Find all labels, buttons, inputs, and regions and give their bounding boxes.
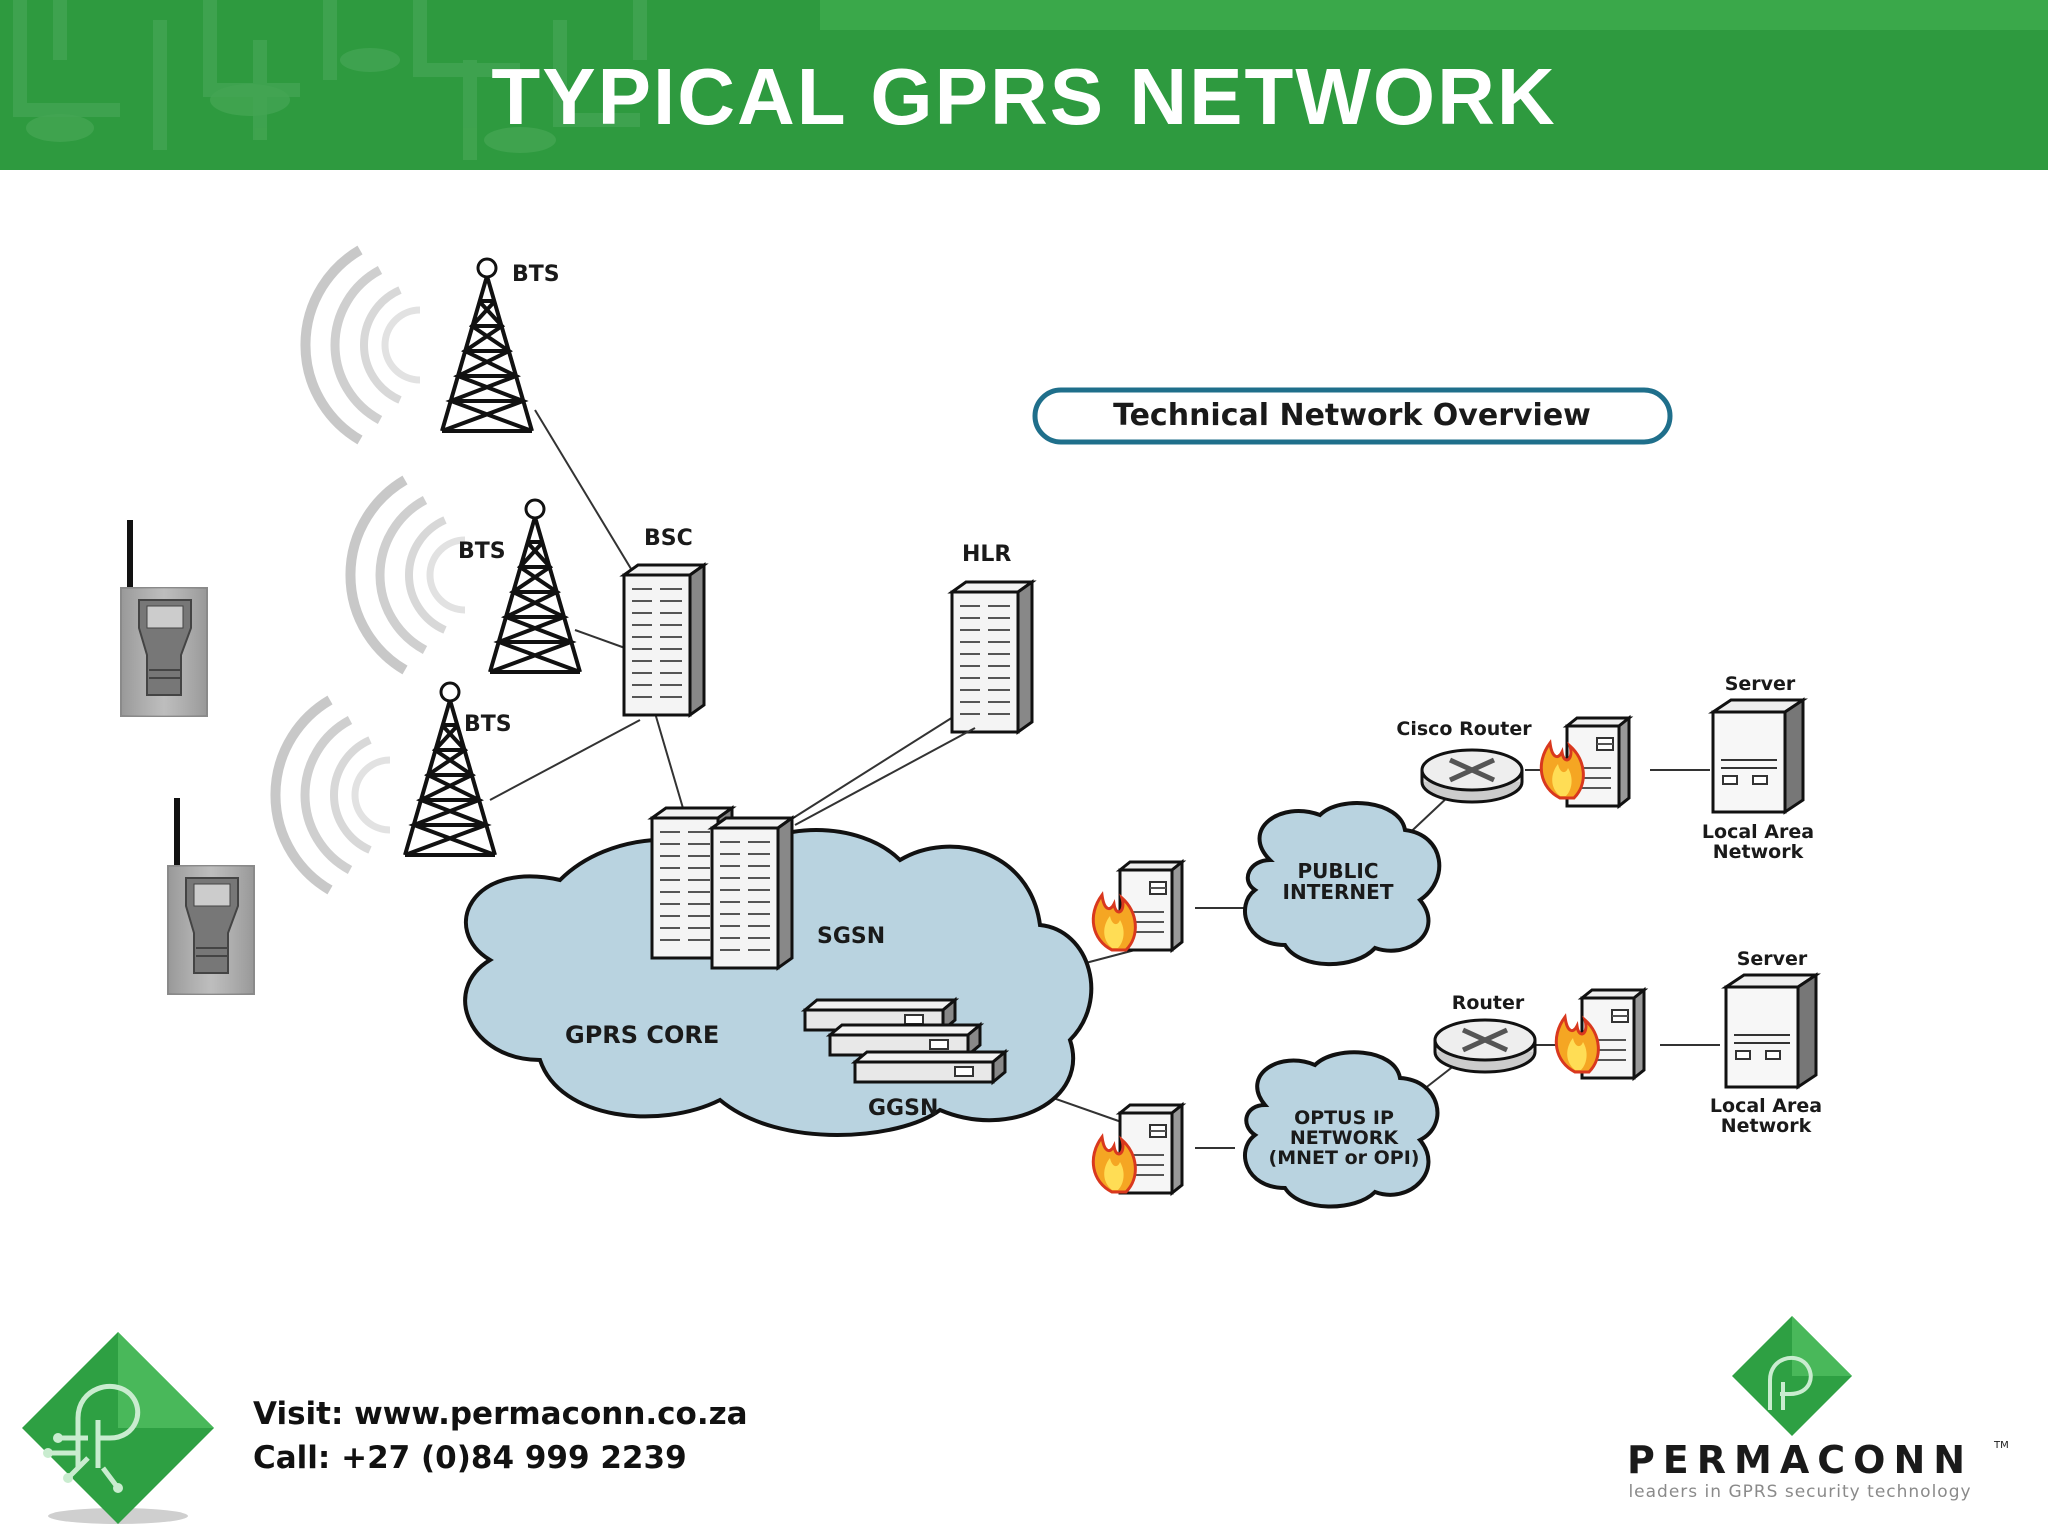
- hlr-label: HLR: [962, 542, 1011, 567]
- permaconn-logo-icon: [22, 1332, 214, 1524]
- bts-label-3: BTS: [464, 712, 512, 737]
- phone-number: Call: +27 (0)84 999 2239: [253, 1440, 687, 1476]
- gprs-device-icon: [167, 797, 255, 995]
- ggsn-label: GGSN: [868, 1096, 938, 1121]
- brand-tagline: leaders in GPRS security technology: [1628, 1482, 1972, 1502]
- connection-lines: [489, 409, 1720, 1149]
- header-banner: TYPICAL GPRS NETWORK: [0, 0, 2048, 170]
- lan-label: Network: [1713, 841, 1804, 863]
- server-label: Server: [1725, 673, 1796, 695]
- bsc-server-icon: [622, 563, 706, 717]
- server-icon: [1711, 698, 1805, 814]
- overview-label: Technical Network Overview: [1113, 398, 1591, 433]
- permaconn-logo-icon: [1732, 1316, 1852, 1436]
- optus-network-label: (MNET or OPI): [1269, 1147, 1420, 1169]
- gprs-device-icon: [120, 519, 208, 717]
- bts-label-2: BTS: [458, 539, 506, 564]
- bts-tower-icon: [275, 681, 497, 890]
- cisco-router-icon: [1422, 750, 1522, 802]
- optus-network-label: OPTUS IP: [1294, 1107, 1394, 1129]
- lan-label: Network: [1721, 1115, 1812, 1137]
- cisco-router-label: Cisco Router: [1396, 718, 1532, 740]
- header-circuit-pattern: [0, 0, 2048, 170]
- contact-info: Visit: www.permaconn.co.za Call: +27 (0)…: [253, 1392, 748, 1480]
- optus-ip-cloud: [1243, 1050, 1440, 1209]
- gprs-network-diagram: Technical Network Overview: [120, 170, 1822, 1209]
- page-title: TYPICAL GPRS NETWORK: [491, 52, 1557, 141]
- optus-network-label: NETWORK: [1290, 1127, 1400, 1149]
- lan-label: Local Area: [1710, 1095, 1822, 1117]
- sgsn-label: SGSN: [817, 924, 885, 949]
- router-label: Router: [1452, 992, 1525, 1014]
- trademark-mark: TM: [1994, 1440, 2009, 1451]
- public-internet-label: INTERNET: [1283, 880, 1394, 904]
- server-icon: [1724, 973, 1818, 1089]
- public-internet-cloud: [1243, 801, 1442, 967]
- bsc-label: BSC: [644, 526, 693, 551]
- brand-name: PERMACONN: [1626, 1438, 1974, 1482]
- public-internet-label: PUBLIC: [1297, 859, 1378, 883]
- overview-badge: Technical Network Overview: [1032, 387, 1673, 445]
- lan-label: Local Area: [1702, 821, 1814, 843]
- gprs-core-label: GPRS CORE: [565, 1021, 719, 1049]
- website-link[interactable]: Visit: www.permaconn.co.za: [253, 1396, 748, 1432]
- permaconn-brand: PERMACONN leaders in GPRS security techn…: [1580, 1310, 2020, 1510]
- router-icon: [1435, 1020, 1535, 1072]
- hlr-server-icon: [950, 580, 1034, 734]
- ggsn-device-icon: [853, 1050, 1007, 1084]
- sgsn-server-icon: [710, 816, 794, 970]
- bts-tower-icon: [305, 250, 534, 440]
- bts-tower-icon: [350, 480, 582, 672]
- bts-label-1: BTS: [512, 262, 560, 287]
- server-label: Server: [1737, 948, 1808, 970]
